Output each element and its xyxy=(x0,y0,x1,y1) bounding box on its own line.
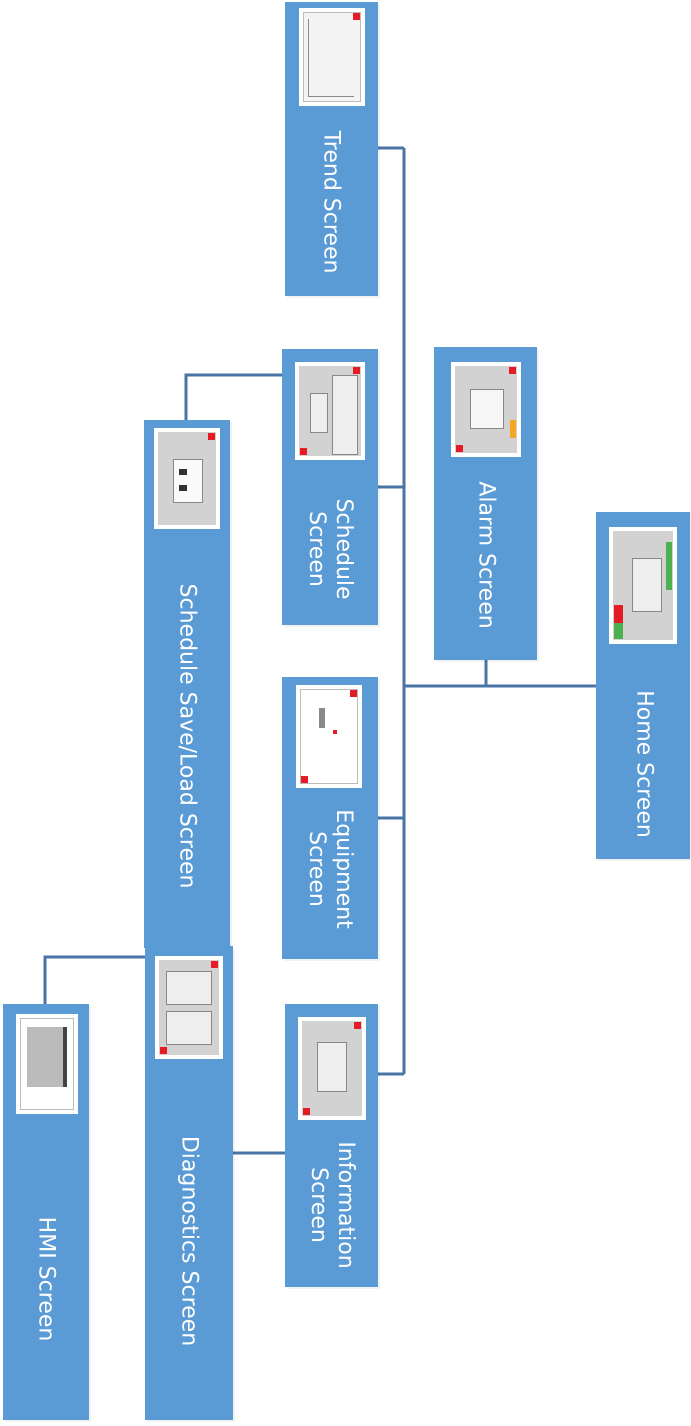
node-information-screen[interactable]: Information Screen xyxy=(285,1004,378,1287)
schedule-label: Schedule Screen xyxy=(304,498,356,600)
alarm-thumbnail xyxy=(451,362,521,457)
diagnostics-thumbnail xyxy=(155,956,223,1059)
alarm-label: Alarm Screen xyxy=(473,481,499,629)
node-alarm-screen[interactable]: Alarm Screen xyxy=(434,347,537,660)
trend-label: Trend Screen xyxy=(318,130,344,274)
hmi-thumbnail xyxy=(16,1014,78,1114)
link-diagnostics-hmi xyxy=(43,955,145,1004)
node-hmi-screen[interactable]: HMI Screen xyxy=(3,1004,89,1420)
home-thumbnail xyxy=(609,527,677,644)
node-schedule-screen[interactable]: Schedule Screen xyxy=(282,349,378,625)
node-diagnostics-screen[interactable]: Diagnostics Screen xyxy=(145,946,233,1420)
hmi-label: HMI Screen xyxy=(33,1216,59,1342)
node-equipment-screen[interactable]: Equipment Screen xyxy=(282,677,378,959)
schedule-thumbnail xyxy=(295,362,365,460)
node-trend-screen[interactable]: Trend Screen xyxy=(285,2,378,296)
equipment-thumbnail xyxy=(296,685,362,788)
home-label: Home Screen xyxy=(631,690,657,838)
diagnostics-label: Diagnostics Screen xyxy=(176,1135,202,1347)
equipment-label: Equipment Screen xyxy=(304,809,356,929)
schedule-save-load-thumbnail xyxy=(154,428,220,529)
node-schedule-save-load-screen[interactable]: Schedule Save/Load Screen xyxy=(144,420,230,948)
trend-thumbnail xyxy=(299,8,365,106)
link-schedule-save-load xyxy=(184,373,282,420)
schedule-save-load-label: Schedule Save/Load Screen xyxy=(174,583,200,889)
information-thumbnail xyxy=(298,1017,366,1120)
information-label: Information Screen xyxy=(306,1141,358,1269)
node-home-screen[interactable]: Home Screen xyxy=(596,512,690,859)
